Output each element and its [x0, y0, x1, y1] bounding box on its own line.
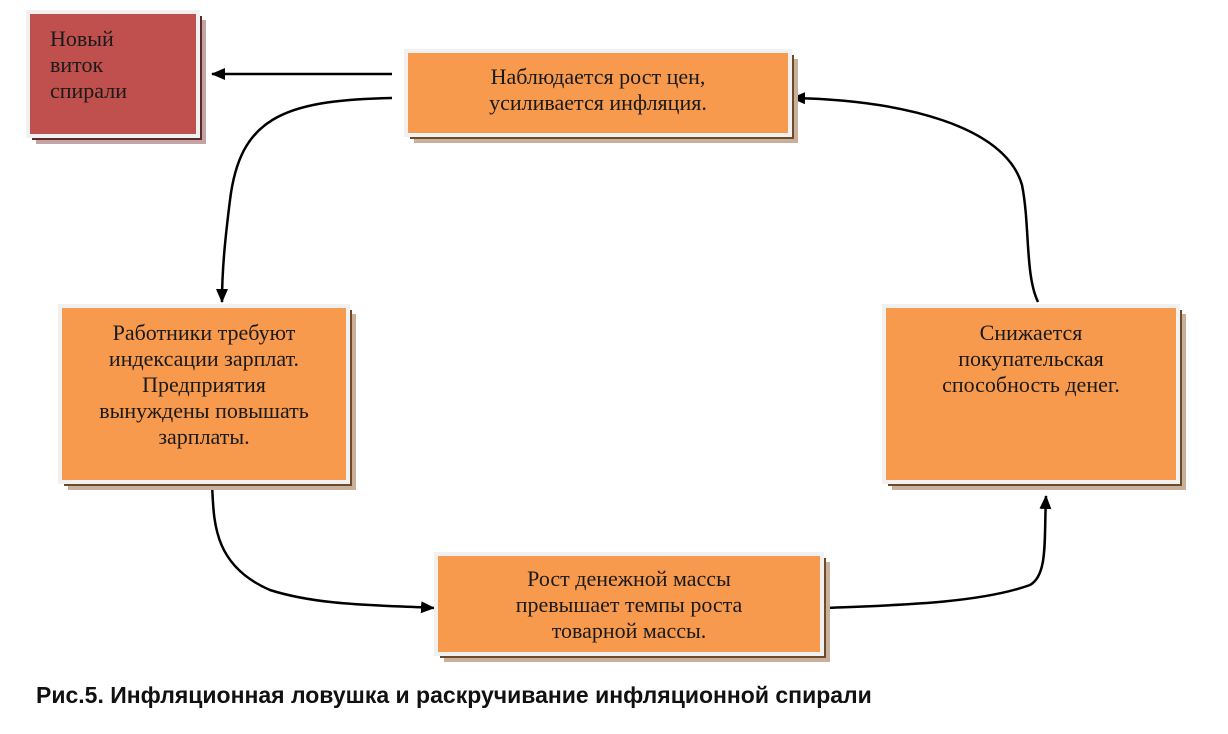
arrow-purchasing-to-price: [791, 92, 1040, 303]
wages-text: Работники требуют индексации зарплат. Пр…: [99, 320, 309, 449]
wages-box: Работники требуют индексации зарплат. Пр…: [58, 304, 350, 484]
new-turn-box: Новый виток спирали: [26, 10, 200, 138]
arrow-wages-to-money: [210, 483, 435, 614]
arrow-money-to-purchasing: [825, 495, 1052, 610]
money-supply-box: Рост денежной массы превышает темпы рост…: [434, 552, 824, 656]
price-growth-text: Наблюдается рост цен, усиливается инфляц…: [489, 64, 707, 115]
figure-caption: Рис.5. Инфляционная ловушка и раскручива…: [36, 682, 872, 708]
price-growth-box: Наблюдается рост цен, усиливается инфляц…: [404, 49, 792, 137]
arrow-price-to-wages: [216, 96, 393, 303]
purchasing-power-text: Снижается покупательская способность ден…: [942, 320, 1120, 397]
money-supply-text: Рост денежной массы превышает темпы рост…: [515, 566, 743, 643]
new-turn-text: Новый виток спирали: [50, 26, 128, 103]
purchasing-power-box: Снижается покупательская способность ден…: [882, 304, 1180, 484]
